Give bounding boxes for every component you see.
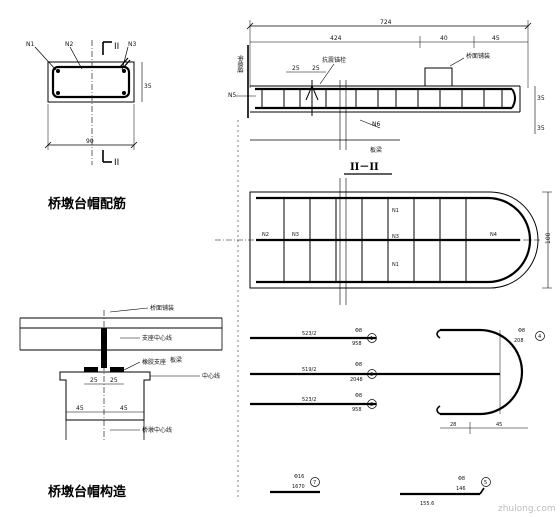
dim-724: 724	[380, 19, 392, 26]
cap-plan: N2 N3 N1 N3 N1 N4 100	[215, 178, 552, 305]
bar3-len: 2048	[350, 377, 363, 383]
tag-plan-n1: N1	[392, 208, 399, 214]
tag-plan-n2: N2	[262, 232, 269, 238]
label-anti-seismic: 抗震锚栓	[322, 56, 346, 64]
dim-28: 28	[450, 422, 456, 428]
bar3-count: 519/2	[302, 367, 316, 373]
bar4-mark: 4	[538, 334, 541, 340]
dim-45-u: 45	[496, 422, 502, 428]
dim-side: 35	[144, 83, 152, 90]
tag-plan-n4: N4	[490, 232, 497, 238]
dim-155: 155.6	[420, 501, 434, 507]
label-slab-elev: 板梁	[370, 146, 382, 154]
bar2-mark: 2	[370, 402, 373, 408]
label-bearing-center: 支座中心线	[142, 334, 172, 342]
dim-right-1: 35	[537, 95, 545, 102]
label-slab: 板梁	[170, 356, 182, 364]
bar5-spec: Φ8	[458, 476, 465, 482]
bar1-count: 523/2	[302, 331, 316, 337]
dim-45-right: 45	[120, 405, 128, 412]
dim-90: 90	[86, 138, 94, 145]
label-anti-block: 桥面铺装	[466, 52, 490, 60]
bar3-mark: 3	[370, 372, 373, 378]
dim-25-right: 25	[110, 377, 118, 384]
bar2-len: 958	[352, 407, 362, 413]
dim-25-left: 25	[90, 377, 98, 384]
bar7-mark: 7	[313, 480, 316, 486]
dim-100: 100	[545, 232, 552, 244]
bar2-spec: Φ8	[355, 393, 362, 399]
bar7-spec: Φ16	[294, 474, 304, 480]
tag-n1: N1	[26, 41, 34, 48]
dim-45-left: 45	[76, 405, 84, 412]
label-joint-vertical: 伸缩缝	[236, 55, 244, 73]
section-mark-top: II	[114, 42, 119, 52]
tag-n2: N2	[65, 41, 73, 48]
section-mark-bottom: II	[114, 158, 119, 168]
bar7-len: 1670	[292, 484, 305, 490]
bar3-spec: Φ8	[355, 362, 362, 368]
dim-25-elev-2: 25	[312, 65, 320, 72]
tag-n3: N3	[128, 41, 136, 48]
tag-n6-elev: N6	[372, 121, 380, 128]
dim-45-top: 45	[492, 35, 500, 42]
title-structure: 桥墩台帽构造	[48, 484, 127, 500]
title-rebar-layout: 桥墩台帽配筋	[48, 196, 126, 212]
tag-plan-n3b: N3	[392, 234, 399, 240]
bar-schedule: 523/2 Φ8 958 1 519/2 Φ8 2048 3 523/2 Φ8 …	[250, 328, 545, 507]
tag-plan-n3: N3	[292, 232, 299, 238]
bar1-mark: 1	[370, 336, 373, 342]
bar5-mark: 5	[484, 480, 487, 486]
bar4-len: 208	[514, 338, 524, 344]
tag-plan-n1b: N1	[392, 262, 399, 268]
bar1-len: 958	[352, 341, 362, 347]
tag-n5: N5	[228, 92, 236, 99]
dim-424: 424	[330, 35, 342, 42]
dim-right-2: 35	[537, 125, 545, 132]
cap-cross-section: N1 N2 N3 II II 90 35	[26, 40, 152, 168]
watermark: zhulong.com	[498, 504, 556, 514]
bar1-spec: Φ8	[355, 328, 362, 334]
cap-structure: 桥面铺装 支座中心线 橡胶支座 中心线 板梁 桥墩中心线 45 45 25 25	[19, 304, 223, 440]
dim-40: 40	[440, 35, 448, 42]
title-section: II－II	[350, 162, 379, 173]
bar5-len: 146	[456, 486, 466, 492]
bar4-spec: Φ8	[518, 328, 525, 334]
label-surface: 桥面铺装	[150, 304, 174, 312]
dim-25-elev: 25	[292, 65, 300, 72]
bar2-count: 523/2	[302, 397, 316, 403]
label-rubber: 橡胶支座	[142, 358, 166, 366]
label-pier-center: 桥墩中心线	[142, 426, 172, 434]
cap-elevation: 724 424 40 45 伸缩缝 桥面铺装 抗震锚栓 25 25 N5	[228, 19, 545, 154]
label-centerline: 中心线	[202, 372, 220, 380]
